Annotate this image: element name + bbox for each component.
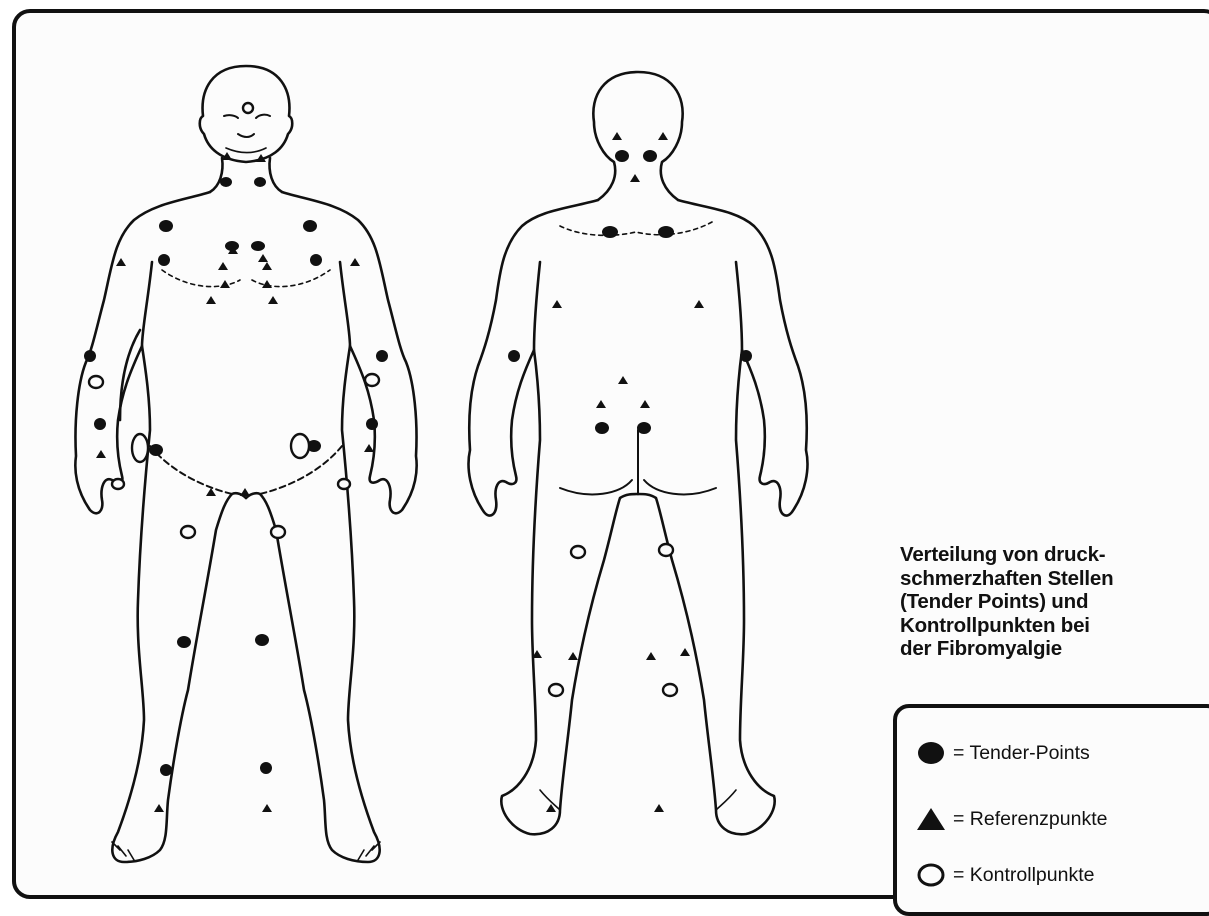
legend-label: = Referenzpunkte [953, 808, 1107, 831]
legend-item-reference-points: = Referenzpunkte [911, 804, 1107, 834]
legend-box: = Tender-Points = Referenzpunkte = Kontr… [893, 704, 1209, 916]
caption-line: schmerzhaften Stellen [900, 567, 1205, 591]
tender-points [84, 150, 752, 776]
legend-item-tender-points: = Tender-Points [911, 738, 1090, 768]
legend-label: = Kontrollpunkte [953, 864, 1094, 887]
caption-line: der Fibromyalgie [900, 637, 1205, 661]
diagram-caption: Verteilung von druck- schmerzhaften Stel… [900, 543, 1205, 661]
open-circle-icon [911, 860, 951, 890]
filled-circle-icon [911, 738, 951, 768]
caption-line: Kontrollpunkten bei [900, 614, 1205, 638]
filled-triangle-icon [911, 804, 951, 834]
control-points [89, 374, 677, 696]
legend-item-control-points: = Kontrollpunkte [911, 860, 1094, 890]
back-figure [469, 72, 808, 834]
caption-line: (Tender Points) und [900, 590, 1205, 614]
front-figure [75, 66, 416, 862]
legend-label: = Tender-Points [953, 742, 1090, 765]
caption-line: Verteilung von druck- [900, 543, 1205, 567]
